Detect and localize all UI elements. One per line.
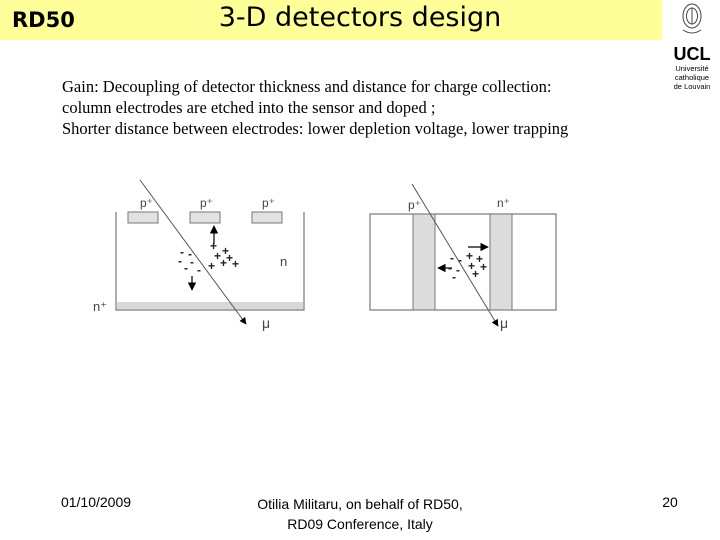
gain-line-1-rest: : Decoupling of detector thickness and d…: [94, 77, 552, 96]
svg-text:+: +: [222, 244, 229, 258]
svg-text:-: -: [197, 263, 201, 277]
gain-text: Gain: Decoupling of detector thickness a…: [62, 76, 662, 139]
svg-text:+: +: [214, 249, 221, 263]
rd50-label: RD50: [12, 8, 75, 32]
three-d-electrons: -- -- -: [448, 251, 462, 284]
ucl-logo: UCL Université catholique de Louvain: [674, 3, 711, 91]
planar-electrons: -- -- --: [178, 245, 201, 277]
footer-credit-line-2: RD09 Conference, Italy: [287, 516, 433, 532]
svg-text:-: -: [188, 247, 192, 261]
planar-holes: ++ ++ ++ +: [208, 239, 239, 273]
planar-electrode-3: [251, 211, 283, 224]
svg-text:-: -: [190, 255, 194, 269]
planar-electrode-label-3: p⁺: [262, 196, 275, 210]
planar-backside-label: n⁺: [93, 299, 107, 314]
svg-text:-: -: [178, 254, 182, 268]
gain-line-2: column electrodes are etched into the se…: [62, 98, 436, 117]
svg-text:+: +: [220, 256, 227, 270]
detector-diagram: p⁺ p⁺ p⁺ n n⁺ μ ++ ++ ++ + -- -- -- p⁺ n…: [93, 179, 557, 331]
planar-electrode-2: [189, 211, 221, 224]
svg-text:+: +: [226, 251, 233, 265]
svg-text:+: +: [466, 249, 473, 263]
p-column-label: p⁺: [408, 198, 421, 212]
svg-text:+: +: [476, 252, 483, 266]
three-d-holes: ++ ++ +: [466, 249, 487, 281]
three-d-particle-label: μ: [500, 315, 508, 331]
gain-line-1: Gain: Decoupling of detector thickness a…: [62, 76, 662, 97]
svg-text:-: -: [180, 245, 184, 259]
svg-text:+: +: [472, 267, 479, 281]
three-d-particle-track: [411, 183, 499, 327]
footer-date: 01/10/2009: [60, 494, 132, 510]
planar-electrode-label-1: p⁺: [140, 196, 153, 210]
planar-bulk-label: n: [280, 254, 287, 269]
svg-text:-: -: [450, 251, 454, 265]
svg-text:-: -: [452, 270, 456, 284]
svg-text:+: +: [480, 260, 487, 274]
gain-label: Gain: [62, 77, 95, 96]
svg-text:+: +: [232, 257, 239, 271]
ucl-logo-name: UCL: [674, 44, 711, 64]
page-number: 20: [662, 494, 678, 510]
svg-text:-: -: [458, 253, 462, 267]
three-d-detector: p⁺ n⁺ μ ++ ++ + -- -- -: [369, 183, 557, 331]
planar-electrode-1: [127, 211, 159, 224]
slide-title: 3-D detectors design: [218, 2, 502, 33]
planar-backside-implant: [117, 302, 303, 309]
crest-icon: [682, 3, 702, 34]
planar-particle-track: [139, 179, 247, 325]
ucl-logo-line2: catholique: [675, 73, 709, 82]
n-column-electrode: [489, 213, 513, 311]
svg-text:-: -: [184, 261, 188, 275]
n-column-label: n⁺: [497, 196, 510, 210]
footer-credit-line-1: Otilia Militaru, on behalf of RD50,: [257, 496, 463, 512]
svg-text:+: +: [210, 239, 217, 253]
p-column-electrode: [412, 213, 436, 311]
footer-credit: Otilia Militaru, on behalf of RD50, RD09…: [210, 494, 510, 534]
planar-sensor-outline: [115, 212, 305, 311]
planar-electrode-label-2: p⁺: [200, 196, 213, 210]
svg-text:+: +: [208, 259, 215, 273]
svg-text:-: -: [456, 263, 460, 277]
title-bar: [0, 0, 662, 40]
planar-detector: p⁺ p⁺ p⁺ n n⁺ μ ++ ++ ++ + -- -- --: [93, 179, 305, 331]
gain-line-3: Shorter distance between electrodes: low…: [62, 119, 569, 138]
svg-text:-: -: [448, 261, 452, 275]
planar-particle-label: μ: [262, 315, 270, 331]
ucl-logo-line3: de Louvain: [674, 82, 711, 91]
ucl-logo-line1: Université: [675, 64, 708, 73]
three-d-sensor-outline: [369, 213, 557, 311]
svg-text:+: +: [468, 259, 475, 273]
